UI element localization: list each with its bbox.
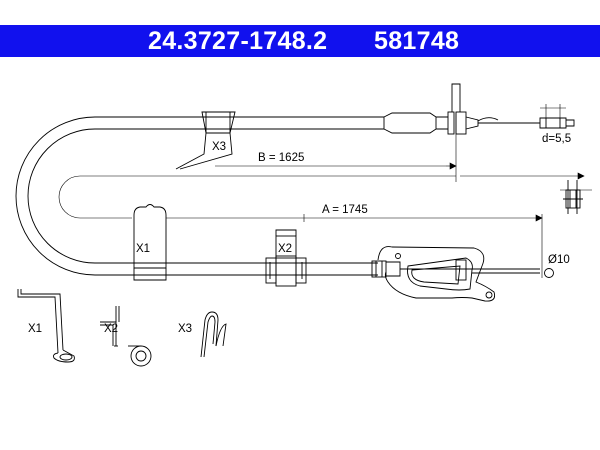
dimension-a-label: A = 1745 [322,204,368,216]
clip-x3-on-cable [175,111,236,170]
header-bar: 24.3727-1748.2 581748 [0,25,600,57]
lower-end-fitting [371,246,554,302]
bracket-x1-on-cable [133,204,167,281]
label-x3-part: X3 [178,323,192,335]
clevis-end [560,180,592,214]
label-x3-on-cable: X3 [212,141,226,153]
label-x2-on-cable: X2 [278,243,292,255]
part-number: 24.3727-1748.2 [148,27,328,55]
dimension-b-label: B = 1625 [258,152,304,164]
reference-number: 581748 [374,27,460,55]
upper-end-fitting [383,83,575,135]
dimension-a [166,214,543,278]
dimension-d [540,104,566,118]
label-x1-on-cable: X1 [136,243,150,255]
label-x1-part: X1 [28,323,42,335]
dimension-b [58,112,457,219]
label-x2-part: X2 [104,323,118,335]
part-x3-drawing [200,311,227,358]
dimension-horizontal [460,172,585,180]
part-x1-drawing [17,289,75,363]
part-x2-drawing [100,306,152,367]
diameter-label: Ø10 [548,254,570,266]
grommet-x2-on-cable [265,229,307,287]
cable-sheath [15,116,384,276]
dimension-d-label: d=5,5 [542,133,571,145]
